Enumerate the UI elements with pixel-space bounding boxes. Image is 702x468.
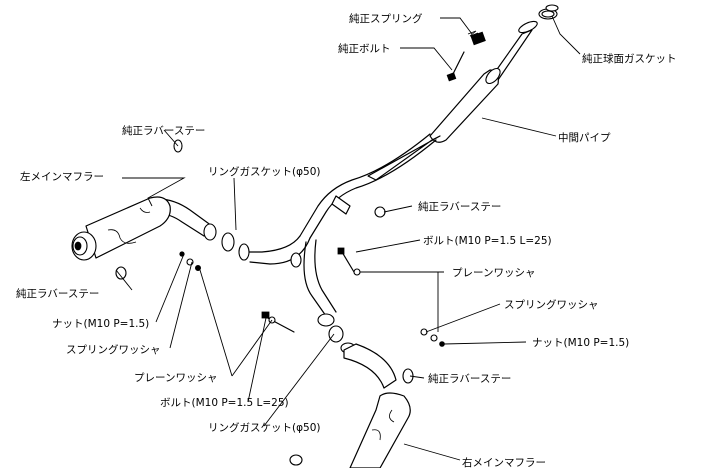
label-genuine-rubber-stay-left-bottom: 純正ラバーステー xyxy=(16,287,99,300)
label-genuine-bolt: 純正ボルト xyxy=(338,42,391,55)
right-branch xyxy=(289,195,445,468)
label-nut-right: ナット(M10 P=1.5) xyxy=(532,337,629,349)
genuine-bolt-part xyxy=(446,51,465,82)
left-flange-set xyxy=(179,223,295,333)
label-nut-left: ナット(M10 P=1.5) xyxy=(52,318,149,330)
leader-lines xyxy=(115,15,581,461)
label-right-main-muffler: 右メインマフラー xyxy=(462,456,546,468)
label-spring-washer-left: スプリングワッシャ xyxy=(66,343,161,356)
label-ring-gasket-top: リングガスケット(φ50) xyxy=(208,165,320,178)
genuine-spring-part xyxy=(467,30,486,46)
label-genuine-spherical-gasket: 純正球面ガスケット xyxy=(582,52,677,65)
label-left-main-muffler: 左メインマフラー xyxy=(20,170,104,183)
label-bolt-right: ボルト(M10 P=1.5 L=25) xyxy=(423,235,552,247)
label-genuine-rubber-stay-2: 純正ラバーステー xyxy=(418,200,501,213)
label-genuine-spring: 純正スプリング xyxy=(349,12,423,25)
label-ring-gasket-bottom: リングガスケット(φ50) xyxy=(208,421,320,434)
left-muffler xyxy=(71,139,213,280)
label-spring-washer-right: スプリングワッシャ xyxy=(504,298,599,311)
label-plain-washer-left: プレーンワッシャ xyxy=(134,372,217,384)
top-flange xyxy=(518,4,559,34)
label-middle-pipe: 中間パイプ xyxy=(558,131,611,144)
labels: 純正スプリング 純正ボルト 純正球面ガスケット 純正ラバーステー 中間パイプ 左… xyxy=(16,12,677,468)
label-genuine-rubber-stay-1: 純正ラバーステー xyxy=(122,124,205,137)
label-bolt-left: ボルト(M10 P=1.5 L=25) xyxy=(160,397,289,409)
label-genuine-rubber-stay-right: 純正ラバーステー xyxy=(428,372,511,385)
label-plain-washer-right: プレーンワッシャ xyxy=(452,267,535,279)
middle-pipe xyxy=(245,29,533,317)
